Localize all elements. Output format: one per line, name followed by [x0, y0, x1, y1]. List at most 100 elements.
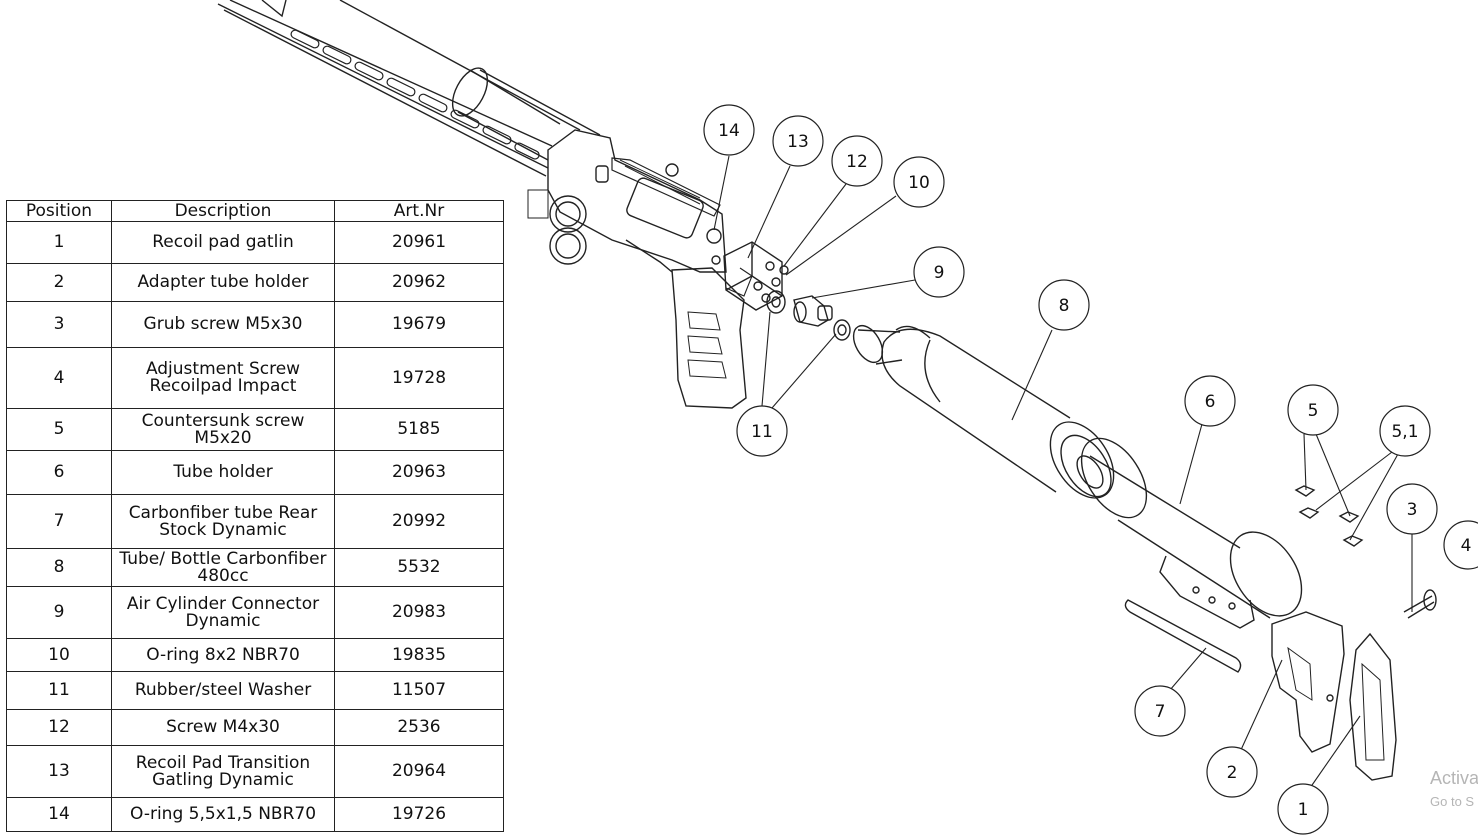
balloon-7: 7	[1134, 685, 1186, 737]
pistol-grip	[625, 239, 753, 409]
balloon-2: 2	[1206, 746, 1258, 798]
cell-description: Air Cylinder Connector Dynamic	[111, 586, 335, 639]
cell-art-nr: 5532	[334, 548, 504, 587]
adapter-tube-holder	[1271, 611, 1345, 753]
header-description: Description	[111, 200, 335, 222]
balloon-13: 13	[772, 115, 824, 167]
svg-text:3: 3	[1407, 500, 1418, 520]
cell-description: Recoil Pad Transition Gatling Dynamic	[111, 745, 335, 798]
svg-text:10: 10	[908, 173, 930, 193]
cell-art-nr: 19728	[334, 347, 504, 409]
cell-art-nr: 20992	[334, 494, 504, 549]
svg-text:8: 8	[1059, 296, 1070, 316]
balloons: 14 13 12 10 9 8 11 6 5 5,1 3 4 7 2 1	[703, 104, 1478, 835]
balloon-1: 1	[1277, 783, 1329, 835]
activation-watermark-line1: Activa	[1430, 768, 1478, 788]
recoil-pad-transition	[723, 241, 783, 311]
cell-art-nr: 20963	[334, 450, 504, 495]
header-art-nr: Art.Nr	[334, 200, 504, 222]
cell-position: 5	[6, 408, 112, 451]
table-row: 10 O-ring 8x2 NBR70 19835	[6, 638, 504, 672]
cell-description: Adjustment Screw Recoilpad Impact	[111, 347, 335, 409]
parts-list-table: Position Description Art.Nr 1 Recoil pad…	[6, 200, 504, 832]
cell-art-nr: 19726	[334, 797, 504, 832]
balloon-8: 8	[1038, 279, 1090, 331]
balloon-3: 3	[1386, 483, 1438, 535]
table-row: 9 Air Cylinder Connector Dynamic 20983	[6, 586, 504, 639]
header-position: Position	[6, 200, 112, 222]
recoil-pad	[1349, 632, 1397, 781]
cell-position: 9	[6, 586, 112, 639]
cell-description: Adapter tube holder	[111, 263, 335, 302]
cell-description: Countersunk screw M5x20	[111, 408, 335, 451]
tube-holder	[1080, 437, 1303, 629]
cell-position: 2	[6, 263, 112, 302]
cell-description: Rubber/steel Washer	[111, 671, 335, 710]
cell-position: 12	[6, 709, 112, 746]
svg-text:4: 4	[1461, 536, 1472, 556]
cell-position: 7	[6, 494, 112, 549]
cell-art-nr: 11507	[334, 671, 504, 710]
balloon-14: 14	[703, 104, 755, 156]
receiver	[527, 129, 727, 273]
table-row: 13 Recoil Pad Transition Gatling Dynamic…	[6, 745, 504, 798]
cell-art-nr: 20962	[334, 263, 504, 302]
cell-art-nr: 20961	[334, 221, 504, 264]
svg-text:9: 9	[934, 263, 945, 283]
cell-art-nr: 5185	[334, 408, 504, 451]
cell-art-nr: 20964	[334, 745, 504, 798]
cell-art-nr: 2536	[334, 709, 504, 746]
table-row: 8 Tube/ Bottle Carbonfiber 480cc 5532	[6, 548, 504, 587]
screws	[1294, 485, 1437, 619]
cell-description: Carbonfiber tube Rear Stock Dynamic	[111, 494, 335, 549]
rail-handguard	[217, 0, 553, 177]
table-row: 3 Grub screw M5x30 19679	[6, 301, 504, 348]
cell-position: 11	[6, 671, 112, 710]
cell-position: 13	[6, 745, 112, 798]
cell-position: 8	[6, 548, 112, 587]
svg-text:6: 6	[1205, 392, 1216, 412]
balloon-6: 6	[1184, 375, 1236, 427]
leader-lines	[713, 155, 1413, 789]
table-row: 12 Screw M4x30 2536	[6, 709, 504, 746]
balloon-10: 10	[893, 156, 945, 208]
carbon-tube	[1124, 599, 1242, 673]
balloon-5: 5	[1287, 384, 1339, 436]
table-row: 14 O-ring 5,5x1,5 NBR70 19726	[6, 797, 504, 832]
cell-description: Tube holder	[111, 450, 335, 495]
svg-text:2: 2	[1227, 763, 1238, 783]
table-row: 11 Rubber/steel Washer 11507	[6, 671, 504, 710]
svg-text:12: 12	[846, 152, 868, 172]
cell-position: 14	[6, 797, 112, 832]
table-header-row: Position Description Art.Nr	[6, 200, 504, 222]
cell-position: 6	[6, 450, 112, 495]
svg-text:5: 5	[1308, 401, 1319, 421]
cell-position: 1	[6, 221, 112, 264]
svg-text:7: 7	[1155, 702, 1166, 722]
activation-watermark-line2: Go to S	[1430, 794, 1475, 809]
table-row: 7 Carbonfiber tube Rear Stock Dynamic 20…	[6, 494, 504, 549]
cell-description: O-ring 8x2 NBR70	[111, 638, 335, 672]
balloon-5-1: 5,1	[1379, 405, 1431, 457]
cell-art-nr: 19679	[334, 301, 504, 348]
svg-text:5,1: 5,1	[1391, 422, 1418, 442]
balloon-12: 12	[831, 135, 883, 187]
cell-description: Grub screw M5x30	[111, 301, 335, 348]
table-row: 4 Adjustment Screw Recoilpad Impact 1972…	[6, 347, 504, 409]
svg-text:1: 1	[1298, 800, 1309, 820]
cell-description: Screw M4x30	[111, 709, 335, 746]
table-row: 6 Tube holder 20963	[6, 450, 504, 495]
cell-description: Recoil pad gatlin	[111, 221, 335, 264]
svg-text:14: 14	[718, 121, 740, 141]
air-bottle	[852, 324, 1115, 499]
table-row: 2 Adapter tube holder 20962	[6, 263, 504, 302]
barrel-shroud	[339, 0, 601, 161]
table-row: 1 Recoil pad gatlin 20961	[6, 221, 504, 264]
cell-position: 10	[6, 638, 112, 672]
cell-description: O-ring 5,5x1,5 NBR70	[111, 797, 335, 832]
cell-art-nr: 20983	[334, 586, 504, 639]
balloon-11: 11	[736, 405, 788, 457]
balloon-9: 9	[913, 246, 965, 298]
cell-position: 4	[6, 347, 112, 409]
svg-text:11: 11	[751, 422, 773, 442]
